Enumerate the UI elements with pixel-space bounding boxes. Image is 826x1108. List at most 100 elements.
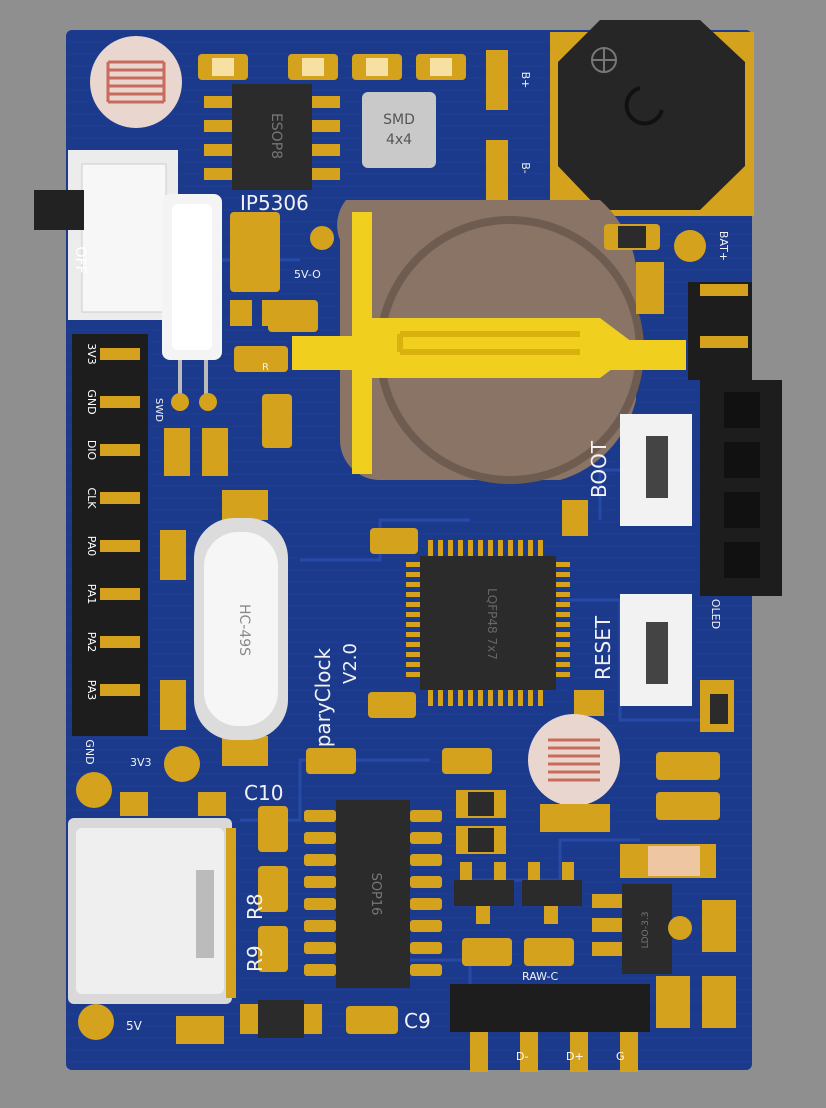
- boot-button[interactable]: BOOT: [587, 414, 692, 526]
- mcu-pin: [556, 592, 570, 597]
- five-v-label: 5V: [126, 1019, 143, 1033]
- mcu-pin: [406, 582, 420, 587]
- crystal-label: HC-49S: [236, 604, 252, 656]
- smd-pads-top: [198, 54, 466, 80]
- mcu-pin: [518, 690, 523, 706]
- mcu-label: LQFP48 7x7: [485, 588, 499, 660]
- coin-cell-holder: [292, 200, 686, 484]
- mcu-pin: [438, 540, 443, 556]
- reset-button[interactable]: RESET: [591, 594, 692, 706]
- ip5306-label: IP5306: [240, 191, 309, 215]
- mcu-pin: [556, 562, 570, 567]
- mcu-pin: [556, 602, 570, 607]
- mcu-pin: [556, 612, 570, 617]
- header-left-pin: [100, 348, 140, 360]
- buzzer: [550, 20, 754, 216]
- mcu-pin: [406, 562, 420, 567]
- mcu-pin: [556, 652, 570, 657]
- mcu-pin: [406, 662, 420, 667]
- raw-c-label: RAW-C: [522, 970, 559, 983]
- header-bottom[interactable]: D- D+ G: [450, 984, 650, 1072]
- version-label: V2.0: [340, 643, 361, 684]
- mcu-pin: [468, 540, 473, 556]
- mcu-pin: [556, 632, 570, 637]
- crystal-hc49s: HC-49S: [194, 490, 288, 766]
- header-oled[interactable]: OLED: [700, 380, 782, 629]
- header-left-pin: [100, 444, 140, 456]
- five-v-out-label: 5V-O: [294, 268, 321, 281]
- boot-label: BOOT: [587, 440, 611, 498]
- mcu-pin: [448, 540, 453, 556]
- mcu-pin: [488, 690, 493, 706]
- usb-c-connector[interactable]: [68, 792, 236, 1004]
- mcu-pin: [556, 572, 570, 577]
- mcu-pin: [556, 662, 570, 667]
- mcu-pin: [508, 540, 513, 556]
- sop16-label: SOP16: [368, 873, 383, 916]
- header-left-pin-label: PA1: [85, 584, 98, 604]
- passives-right-bottom: [656, 680, 736, 1028]
- header-left-pin-label: CLK: [85, 487, 98, 509]
- pad-3v3: [164, 746, 200, 782]
- esop8-label: ESOP8: [268, 113, 284, 159]
- header-left-pin: [100, 396, 140, 408]
- mcu-pin: [406, 632, 420, 637]
- passives-sop-left: [258, 806, 288, 972]
- sop16-pin: [410, 854, 442, 866]
- bottom-pin-1: D-: [516, 1050, 528, 1063]
- mcu-pin: [406, 602, 420, 607]
- passives-center: [306, 748, 574, 966]
- header-left-pin: [100, 492, 140, 504]
- sop16-pin: [304, 920, 336, 932]
- reset-label: RESET: [591, 615, 615, 680]
- header-left-pin-label: DIO: [85, 440, 98, 461]
- pad-bat-plus: [674, 230, 706, 262]
- r9-label: R9: [243, 945, 267, 972]
- sop16-pin: [410, 898, 442, 910]
- pad-5v: [78, 1004, 114, 1040]
- battery-pads: B+ B-: [486, 50, 532, 200]
- power-switch[interactable]: OFF: [34, 150, 178, 320]
- gnd-label: GND: [83, 739, 96, 764]
- mcu-pin: [428, 540, 433, 556]
- header-left-pin: [100, 684, 140, 696]
- chip-ldo: LDO-3.3: [592, 884, 692, 974]
- sop16-pin: [304, 854, 336, 866]
- c10-label: C10: [244, 781, 283, 805]
- header-left-pin: [100, 540, 140, 552]
- passives-left: [164, 212, 318, 476]
- r8-label: R8: [243, 893, 267, 920]
- header-jumper[interactable]: [688, 282, 752, 380]
- mcu-pin: [406, 612, 420, 617]
- swd-component: SWD: [153, 194, 222, 422]
- passives-right-top: [604, 224, 664, 314]
- mcu-pin: [498, 690, 503, 706]
- mcu-pin: [528, 540, 533, 556]
- chip-mcu: LQFP48 7x7: [406, 540, 570, 706]
- mcu-pin: [556, 582, 570, 587]
- b-plus-label: B+: [519, 72, 532, 89]
- sop16-pin: [304, 942, 336, 954]
- mcu-pin: [556, 642, 570, 647]
- sop16-pin: [304, 898, 336, 910]
- three-v3-label: 3V3: [130, 756, 152, 769]
- sop16-pin: [410, 832, 442, 844]
- mcu-pin: [428, 690, 433, 706]
- sop16-pin: [304, 832, 336, 844]
- sop16-pin: [410, 964, 442, 976]
- bat-plus-label: BAT+: [717, 231, 730, 261]
- mcu-pin: [458, 690, 463, 706]
- header-left-pin: [100, 636, 140, 648]
- diode: [240, 1000, 322, 1038]
- header-left-pin: [100, 588, 140, 600]
- smd-inductor: SMD 4x4: [362, 92, 436, 168]
- mcu-pin: [556, 672, 570, 677]
- mcu-pin: [508, 690, 513, 706]
- swd-label: SWD: [153, 398, 164, 422]
- mcu-pin: [406, 642, 420, 647]
- mcu-pin: [458, 540, 463, 556]
- mcu-pin: [518, 540, 523, 556]
- header-left-pin-label: PA3: [85, 680, 98, 700]
